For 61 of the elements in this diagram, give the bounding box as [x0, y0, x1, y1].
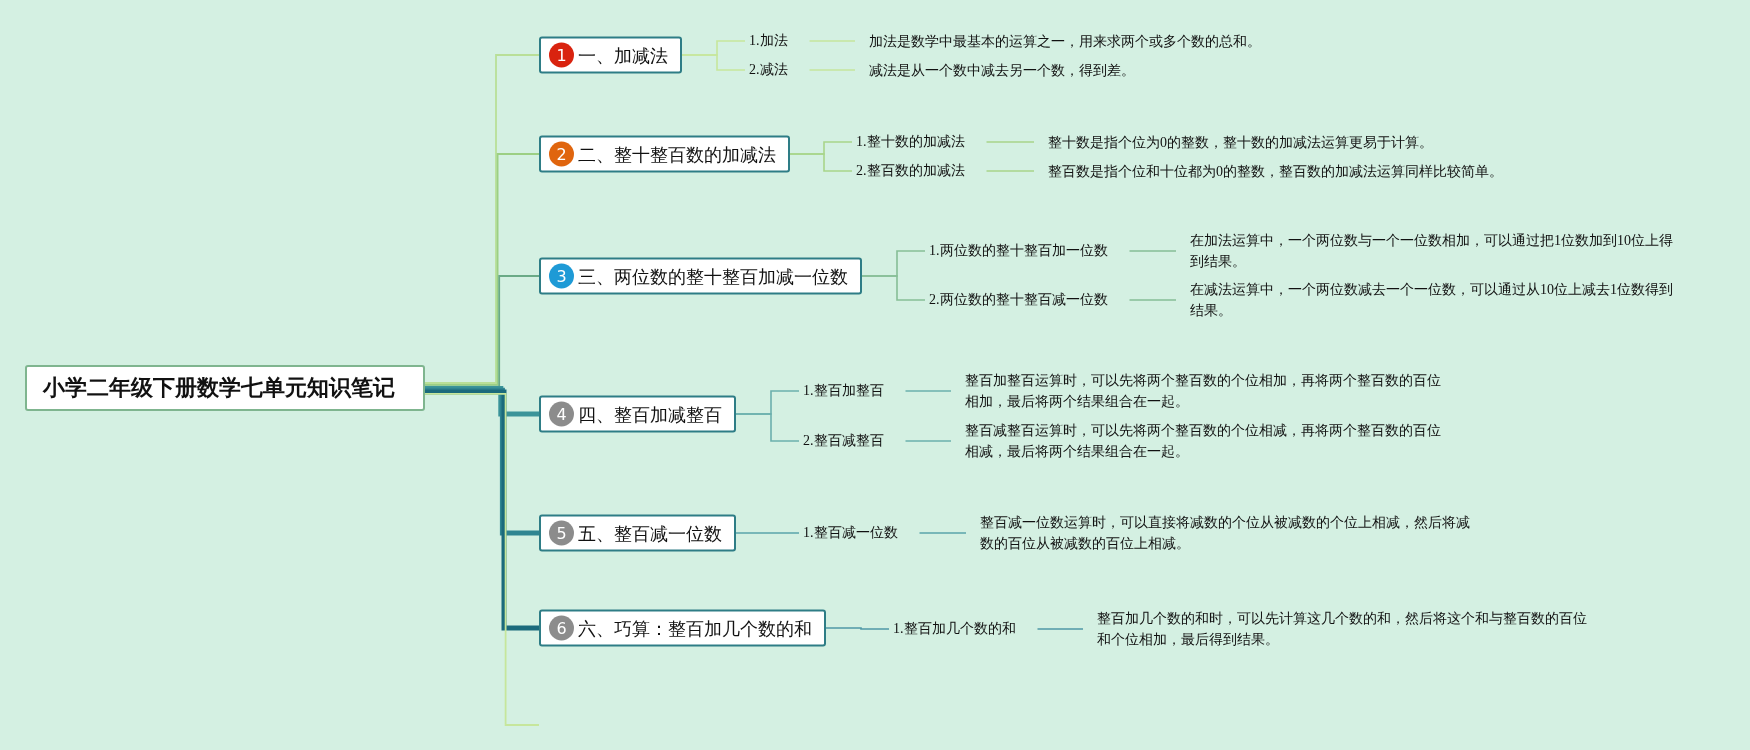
connector-line [1128, 299, 1177, 301]
topic-box [539, 135, 790, 173]
description-text: 整十数是指个位为0的整数，整十数的加减法运算更易于计算。 [1034, 129, 1724, 155]
connector-line [681, 54, 746, 71]
central-topic-box: 小学二年级下册数学七单元知识笔记 [25, 365, 425, 411]
connector-line [789, 153, 853, 172]
number-badge: 6 [549, 615, 574, 641]
connector-line [918, 532, 967, 534]
subtopic-label: 1.两位数的整十整百加一位数 [925, 240, 1130, 262]
topic-box [539, 609, 826, 647]
number-badge: 4 [549, 401, 574, 427]
description-text: 在加法运算中，一个两位数与一个一位数相加，可以通过把1位数加到10位上得到结果。 [1176, 228, 1681, 274]
subtopic-label: 2.两位数的整十整百减一位数 [925, 289, 1130, 311]
connector-line [735, 532, 800, 534]
connector-line [424, 392, 540, 726]
topic-label: 三、两位数的整十整百加减一位数 [578, 264, 848, 288]
description-text: 整百减一位数运算时，可以直接将减数的个位从被减数的个位上相减，然后将减数的百位从被减数的百位上相减。 [966, 510, 1476, 556]
subtopic-label: 2.整百减整百 [799, 430, 906, 452]
topic-label: 四、整百加减整百 [578, 402, 722, 426]
connector-line [825, 627, 890, 630]
topic-label: 五、整百减一位数 [578, 521, 722, 545]
connector-line [985, 170, 1035, 172]
topic-label: 六、巧算：整百加几个数的和 [578, 616, 812, 640]
connector-line [985, 141, 1035, 143]
subtopic-label: 1.加法 [745, 30, 810, 52]
connector-line [425, 389, 539, 631]
connector-line [861, 275, 926, 301]
number-badge: 1 [549, 42, 574, 68]
description-text: 整百加整百运算时，可以先将两个整百数的个位相加，再将两个整百数的百位相加，最后将两个结果组合在一起。 [951, 368, 1451, 414]
subtopic-label: 1.整十数的加减法 [852, 131, 987, 153]
connector-line [904, 440, 952, 442]
subtopic-label: 1.整百加几个数的和 [889, 618, 1038, 640]
subtopic-label: 1.整百加整百 [799, 380, 906, 402]
connector-line [808, 40, 856, 42]
description-text: 减法是从一个数中减去另一个数，得到差。 [855, 57, 1555, 83]
topic-box [539, 36, 682, 74]
connector-line [1128, 250, 1177, 252]
topic-label: 二、整十整百数的加减法 [578, 142, 776, 166]
number-badge: 3 [549, 263, 574, 289]
description-text: 整百数是指个位和十位都为0的整数，整百数的加减法运算同样比较简单。 [1034, 158, 1724, 184]
connector-line [425, 385, 539, 417]
subtopic-label: 2.整百数的加减法 [852, 160, 987, 182]
topic-box [539, 395, 736, 433]
number-badge: 5 [549, 520, 574, 546]
description-text: 整百减整百运算时，可以先将两个整百数的个位相减，再将两个整百数的百位相减，最后将两个结果组合在一起。 [951, 418, 1451, 464]
description-text: 在减法运算中，一个两位数减去一个一位数，可以通过从10位上减去1位数得到结果。 [1176, 277, 1681, 323]
subtopic-label: 1.整百减一位数 [799, 522, 920, 544]
connector-line [904, 390, 952, 392]
subtopic-label: 2.减法 [745, 59, 810, 81]
connector-line [1036, 628, 1084, 630]
description-text: 加法是数学中最基本的运算之一，用来求两个或多个数的总和。 [855, 28, 1555, 54]
connector-line [424, 54, 540, 384]
connector-line [424, 153, 540, 386]
connector-line [735, 413, 800, 442]
topic-box [539, 514, 736, 552]
topic-box [539, 257, 862, 295]
topic-label: 一、加减法 [578, 43, 668, 67]
connector-line [425, 387, 539, 536]
description-text: 整百加几个数的和时，可以先计算这几个数的和，然后将这个和与整百数的百位和个位相加，最后得到结果。 [1083, 606, 1588, 652]
number-badge: 2 [549, 141, 574, 167]
connector-line [808, 69, 856, 71]
